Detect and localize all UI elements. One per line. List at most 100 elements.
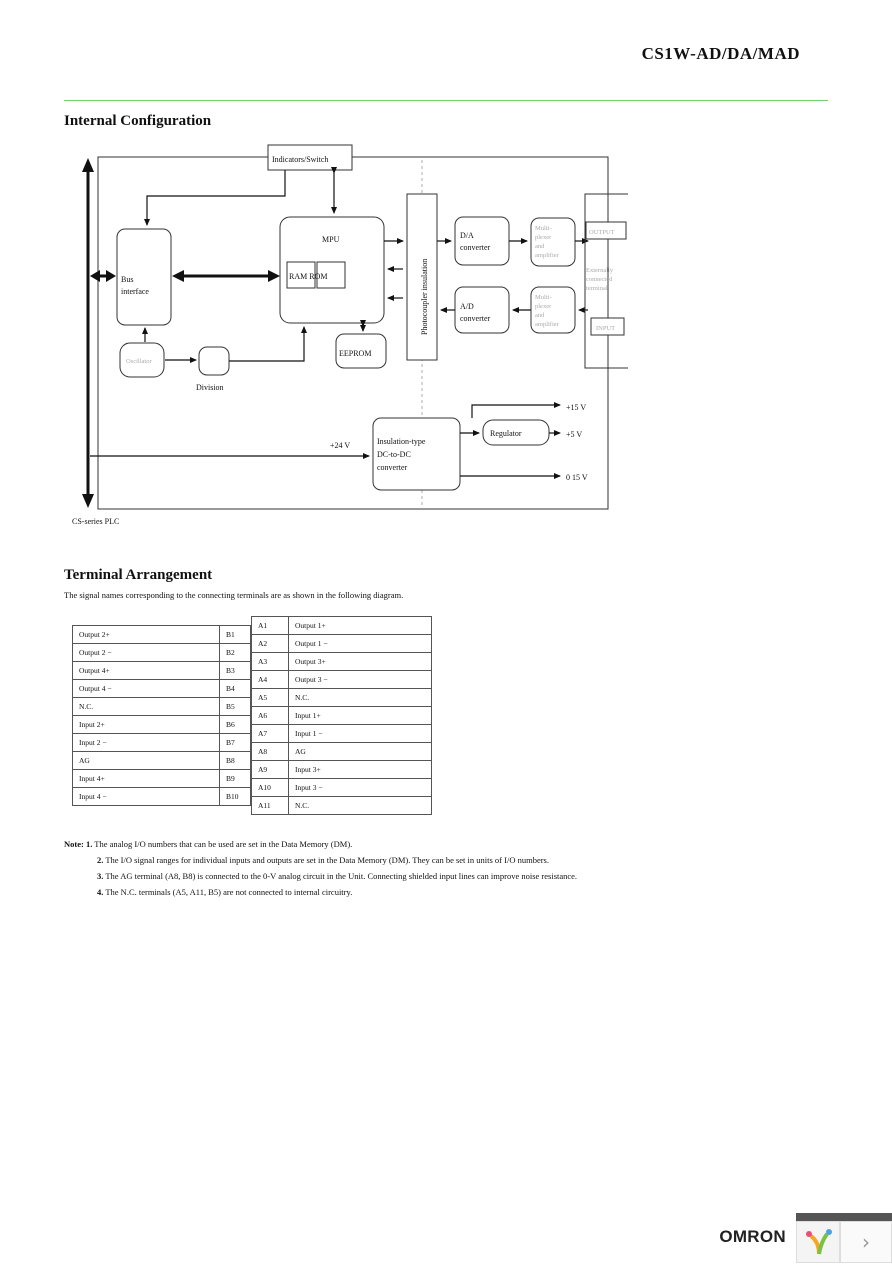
next-page-widget[interactable]: › xyxy=(796,1213,892,1263)
terminal-pin: A2 xyxy=(251,634,289,653)
input-terminal-box xyxy=(590,317,625,336)
note-item-2: 2. The I/O signal ranges for individual … xyxy=(97,855,549,865)
terminal-signal-name: AG xyxy=(72,751,220,770)
ram-box xyxy=(286,261,316,289)
terminal-signal-name: Input 3 − xyxy=(288,778,432,797)
terminal-row-b: Input 4 −B10 xyxy=(72,787,251,806)
terminal-signal-name: Input 3+ xyxy=(288,760,432,779)
division-box xyxy=(198,346,230,376)
mux-top-4: amplifier xyxy=(535,252,560,259)
terminal-signal-name: Output 3 − xyxy=(288,670,432,689)
terminal-pin: A11 xyxy=(251,796,289,815)
section-title-terminal-arrangement: Terminal Arrangement xyxy=(64,567,213,583)
mux-top-2: plexer xyxy=(535,234,552,241)
bus-interface-box xyxy=(116,228,172,326)
terminal-pin: A1 xyxy=(251,616,289,635)
terminal-signal-name: Input 2 − xyxy=(72,733,220,752)
note-item-1: Note: 1. The analog I/O numbers that can… xyxy=(64,839,353,849)
photocoupler-box xyxy=(406,193,438,361)
dcdc-label-2: DC-to-DC xyxy=(377,450,411,459)
header-divider xyxy=(64,100,828,101)
internal-configuration-diagram: Indicators/Switch Bus interface MPU RAM … xyxy=(72,144,628,526)
terminal-pin: A5 xyxy=(251,688,289,707)
next-arrow-icon[interactable]: › xyxy=(840,1221,892,1263)
terminal-row-b: N.C.B5 xyxy=(72,697,251,716)
app-logo-icon[interactable] xyxy=(796,1221,840,1263)
indicators-switch-box xyxy=(267,144,353,171)
multiplexer-output-box xyxy=(530,217,576,267)
output-terminal-label: OUTPUT xyxy=(589,229,615,236)
terminal-pin: B5 xyxy=(219,697,251,716)
bus-arrow-up-icon xyxy=(82,158,94,172)
terminal-pin: B3 xyxy=(219,661,251,680)
division-label: Division xyxy=(196,383,224,392)
terminal-pin: B2 xyxy=(219,643,251,662)
terminal-pin: A4 xyxy=(251,670,289,689)
terminal-signal-name: Output 2+ xyxy=(72,625,220,644)
ad-converter-label-1: A/D xyxy=(460,302,474,311)
external-label-3: terminal xyxy=(586,285,608,292)
multiplexer-input-box xyxy=(530,286,576,334)
note-item-4: 4. The N.C. terminals (A5, A11, B5) are … xyxy=(97,887,353,897)
terminal-signal-name: N.C. xyxy=(288,796,432,815)
terminal-signal-name: Output 3+ xyxy=(288,652,432,671)
terminal-signal-name: Output 1+ xyxy=(288,616,432,635)
terminal-signal-name: N.C. xyxy=(72,697,220,716)
dcdc-label-3: converter xyxy=(377,463,408,472)
eeprom-label: EEPROM xyxy=(339,349,371,358)
external-terminal-block xyxy=(584,193,628,369)
mux-bottom-2: plexer xyxy=(535,303,552,310)
terminal-signal-name: Input 1+ xyxy=(288,706,432,725)
terminal-pin: B1 xyxy=(219,625,251,644)
terminal-signal-name: Output 1 − xyxy=(288,634,432,653)
ram-rom-label: RAM ROM xyxy=(289,272,327,281)
terminal-pin: B7 xyxy=(219,733,251,752)
terminal-signal-name: Input 4 − xyxy=(72,787,220,806)
mux-bottom-3: and xyxy=(535,312,545,319)
voltage-15n-label: 0 15 V xyxy=(566,473,588,482)
oscillator-box xyxy=(119,342,165,378)
indicators-switch-label: Indicators/Switch xyxy=(272,155,328,164)
terminal-signal-name: AG xyxy=(288,742,432,761)
terminal-signal-name: Input 4+ xyxy=(72,769,220,788)
mux-top-1: Multi- xyxy=(535,225,552,232)
dcdc-converter-box xyxy=(372,417,461,491)
terminal-signal-name: Output 2 − xyxy=(72,643,220,662)
notes-block: Note: 1. The analog I/O numbers that can… xyxy=(64,836,577,900)
dcdc-label-1: Insulation-type xyxy=(377,437,426,446)
terminal-intro-text: The signal names corresponding to the co… xyxy=(64,590,404,600)
voltage-24v-label: +24 V xyxy=(330,441,350,450)
terminal-pin: B6 xyxy=(219,715,251,734)
note-label: Note: xyxy=(64,839,86,849)
omron-logo: OMRON xyxy=(719,1227,786,1246)
eeprom-box xyxy=(335,333,387,369)
terminal-pin: B9 xyxy=(219,769,251,788)
terminal-pin: A9 xyxy=(251,760,289,779)
terminal-signal-name: Input 2+ xyxy=(72,715,220,734)
terminal-row-b: Output 2 −B2 xyxy=(72,643,251,662)
page-header-title: CS1W-AD/DA/MAD xyxy=(641,44,800,63)
voltage-15p-label: +15 V xyxy=(566,403,586,412)
plc-label: CS-series PLC xyxy=(72,517,119,526)
note-item-3: 3. The AG terminal (A8, B8) is connected… xyxy=(97,871,578,881)
input-terminal-label: INPUT xyxy=(596,325,615,332)
da-converter-label-2: converter xyxy=(460,243,491,252)
bus-arrow-down-icon xyxy=(82,494,94,508)
rom-box xyxy=(316,261,346,289)
oscillator-label: Oscillator xyxy=(126,358,152,365)
bus-interface-label-2: interface xyxy=(121,287,149,296)
mux-top-3: and xyxy=(535,243,545,250)
terminal-pin: A7 xyxy=(251,724,289,743)
da-converter-box xyxy=(454,216,510,266)
regulator-label: Regulator xyxy=(490,429,522,438)
